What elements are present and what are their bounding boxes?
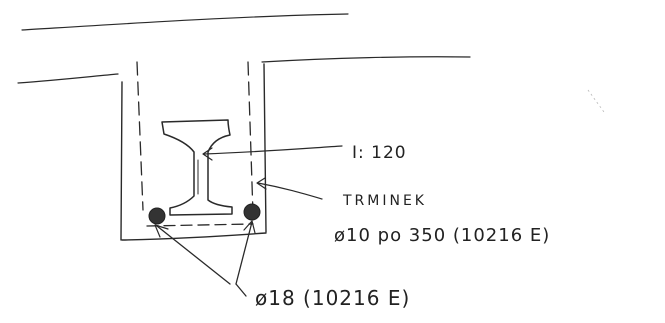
main-bars-label: ø18 (10216 E) — [255, 286, 410, 310]
stirrup-left-leg — [136, 61, 144, 211]
rib-bottom-edge — [121, 232, 267, 241]
stirrup-spec-label: ø10 po 350 (10216 E) — [334, 225, 550, 246]
rib-right-edge — [263, 63, 267, 233]
slab-top-line — [21, 13, 349, 31]
rebar-right — [243, 203, 261, 221]
rebar-left-leader — [156, 225, 231, 285]
beam-label: I: 120 — [352, 143, 407, 163]
slab-right-bottom-line — [261, 56, 471, 63]
rebar-leader-tail — [235, 283, 247, 297]
beam-leader-line — [203, 145, 343, 155]
rebar-right-leader — [235, 221, 253, 285]
rebar-left-arrowhead — [154, 224, 169, 238]
stirrup-bottom — [146, 223, 254, 227]
stirrup-leader-arrowhead — [256, 177, 267, 190]
slab-left-bottom-line — [17, 73, 119, 84]
i-beam-section — [161, 119, 233, 216]
stirrup-name-label: TRMINEK — [342, 193, 427, 209]
rebar-left — [148, 207, 166, 225]
stirrup-right-leg — [247, 61, 254, 215]
stirrup-leader-line — [257, 182, 323, 200]
beam-leader-arrowhead — [202, 147, 213, 161]
scan-artifact — [587, 89, 605, 113]
rib-left-edge — [120, 81, 123, 241]
rebar-right-arrowhead — [243, 220, 256, 234]
